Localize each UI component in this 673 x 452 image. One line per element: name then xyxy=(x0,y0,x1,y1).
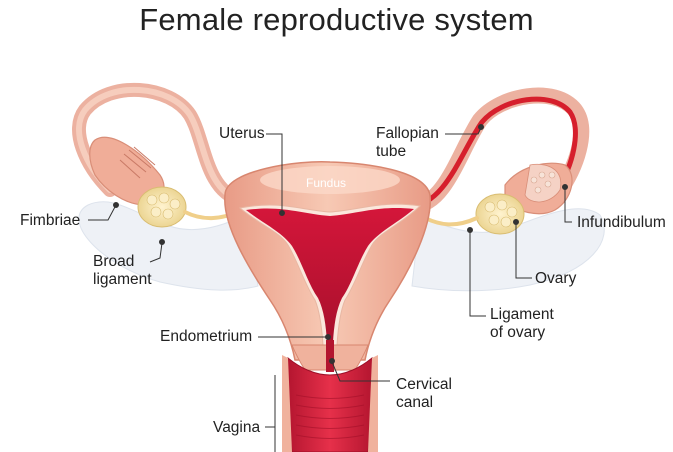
label-cervical-canal-line-1: Cervical xyxy=(396,376,452,393)
label-cervical-canal-line-2: canal xyxy=(396,394,434,411)
leader-fimbriae xyxy=(88,204,117,221)
label-infundibulum: Infundibulum xyxy=(577,214,666,231)
label-broad-ligament-line-2: ligament xyxy=(93,271,152,288)
label-fallopian-tube-line-1: Fallopian xyxy=(376,125,439,142)
label-broad-ligament: Broad ligament xyxy=(93,253,152,289)
vagina xyxy=(286,357,374,452)
leader-ovary xyxy=(515,222,532,279)
label-ligament-of-ovary: Ligament of ovary xyxy=(490,306,554,342)
label-fundus: Fundus xyxy=(306,176,347,190)
label-endometrium: Endometrium xyxy=(160,328,253,345)
label-fallopian-tube-line-2: tube xyxy=(376,143,407,160)
label-cervical-canal: Cervical canal xyxy=(396,376,452,412)
cervical-canal-shape xyxy=(326,340,334,372)
label-ovary: Ovary xyxy=(535,270,577,287)
label-ligament-of-ovary-line-1: Ligament xyxy=(490,306,554,323)
label-fimbriae: Fimbriae xyxy=(20,212,81,229)
label-uterus: Uterus xyxy=(219,125,265,142)
uterine-cavity xyxy=(246,207,414,342)
leader-lines xyxy=(88,124,572,452)
leader-broad-ligament xyxy=(149,242,163,263)
label-fallopian-tube: Fallopian tube xyxy=(376,125,439,161)
leader-infundibulum xyxy=(564,188,572,223)
leader-ligament-of-ovary xyxy=(469,230,486,317)
label-vagina: Vagina xyxy=(213,419,261,436)
label-ligament-of-ovary-line-2: of ovary xyxy=(490,324,546,341)
fundus-highlight xyxy=(260,166,400,194)
leader-cervical-canal xyxy=(331,361,390,382)
leader-uterus xyxy=(266,133,283,212)
label-broad-ligament-line-1: Broad xyxy=(93,253,135,270)
diagram-title: Female reproductive system xyxy=(139,2,534,37)
right-fallopian-tube-lumen xyxy=(407,96,578,209)
